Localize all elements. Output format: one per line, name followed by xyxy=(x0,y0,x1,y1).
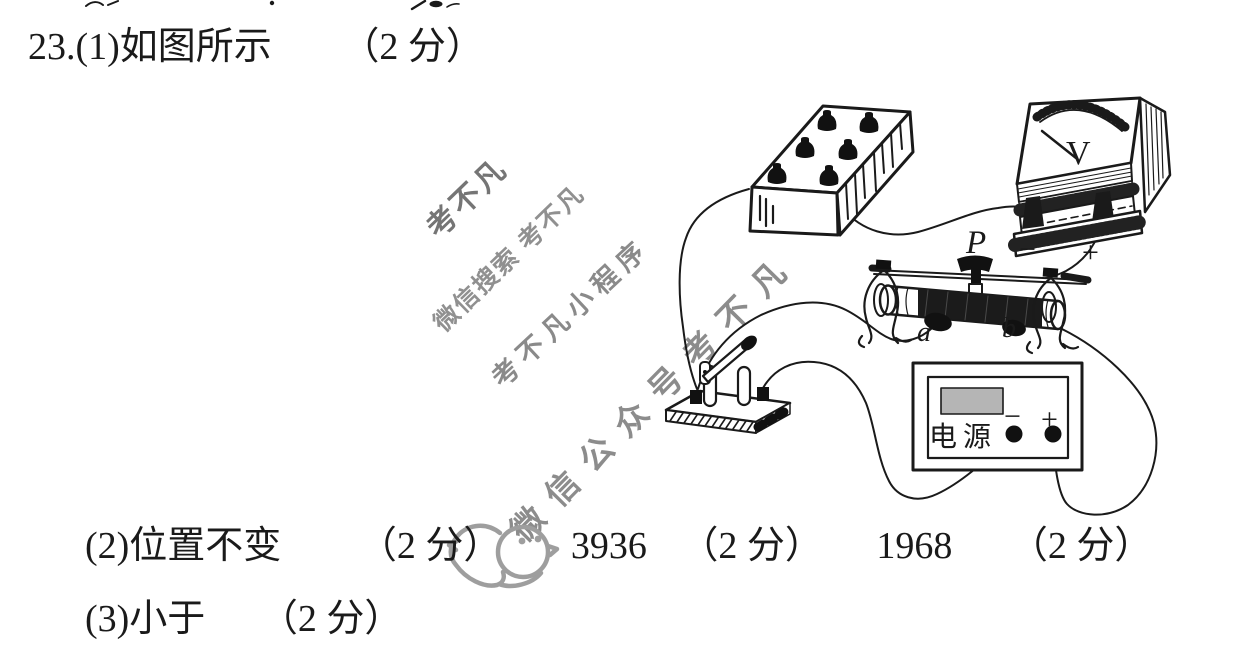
answer-line-3: (3)小于 （2 分） xyxy=(85,597,402,642)
answer-line-1: 23.(1)如图所示 （2 分） xyxy=(28,25,484,70)
answer-line-2: (2)位置不变 （2 分） 3936 （2 分） 1968 （2 分） xyxy=(85,524,1152,569)
answer-2-score-2: （2 分） xyxy=(680,525,823,567)
answer-2-value-1: 3936 xyxy=(570,525,647,567)
mascot-eye-left xyxy=(518,537,526,545)
mascot-eye-right xyxy=(534,535,542,543)
answer-3-text: (3)小于 xyxy=(85,598,206,640)
answer-2-score-3: （2 分） xyxy=(1009,525,1153,567)
answer-2-score-1: （2 分） xyxy=(358,525,502,567)
mascot-face-circle xyxy=(495,524,551,580)
mascot-beak xyxy=(545,543,560,558)
mascot-left-tip xyxy=(446,538,460,553)
answer-2-text: (2)位置不变 xyxy=(85,525,282,567)
answer-1-score: （2 分） xyxy=(341,26,484,68)
answer-1-text: 23.(1)如图所示 xyxy=(28,26,272,68)
answer-2-value-2: 1968 xyxy=(876,525,953,567)
answer-3-score: （2 分） xyxy=(259,598,403,640)
mascot-heart-bottom xyxy=(496,570,544,589)
